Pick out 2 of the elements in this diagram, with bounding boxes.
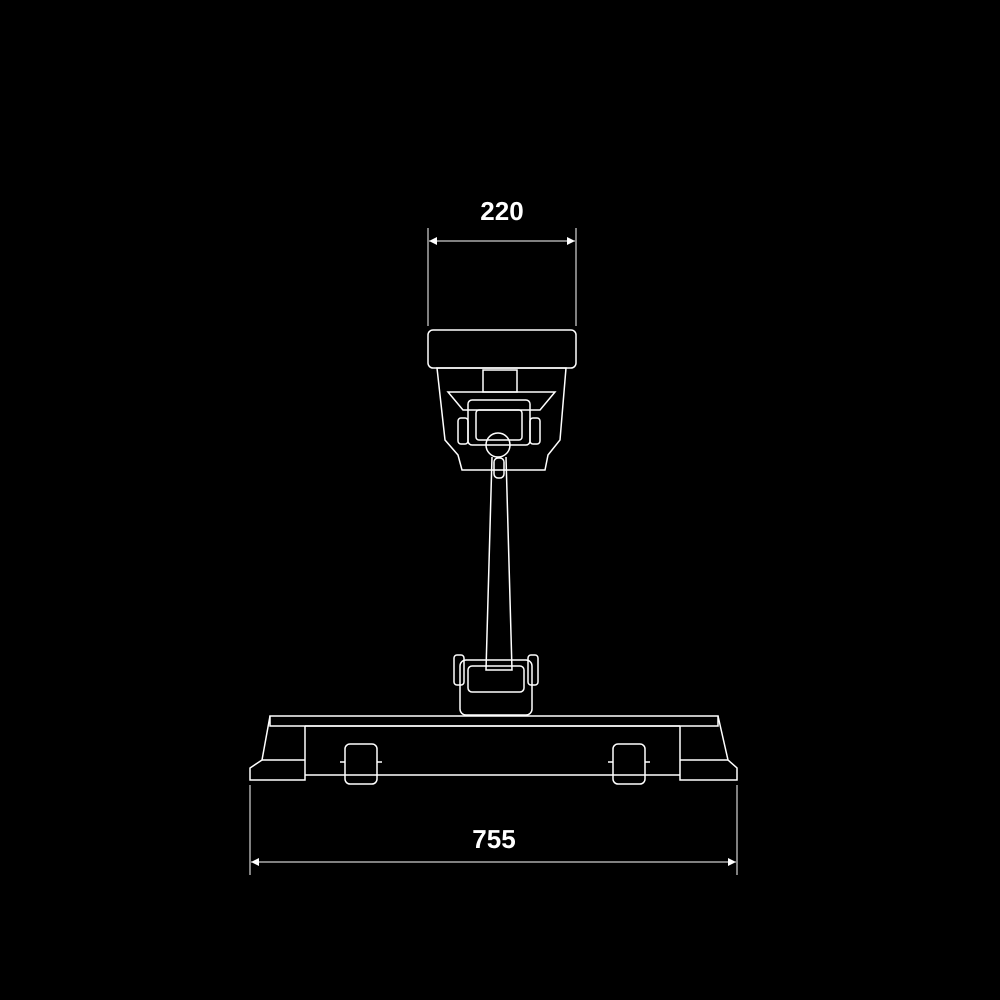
dimension-label: 220 bbox=[479, 198, 525, 224]
dimension-label: 755 bbox=[471, 826, 517, 852]
